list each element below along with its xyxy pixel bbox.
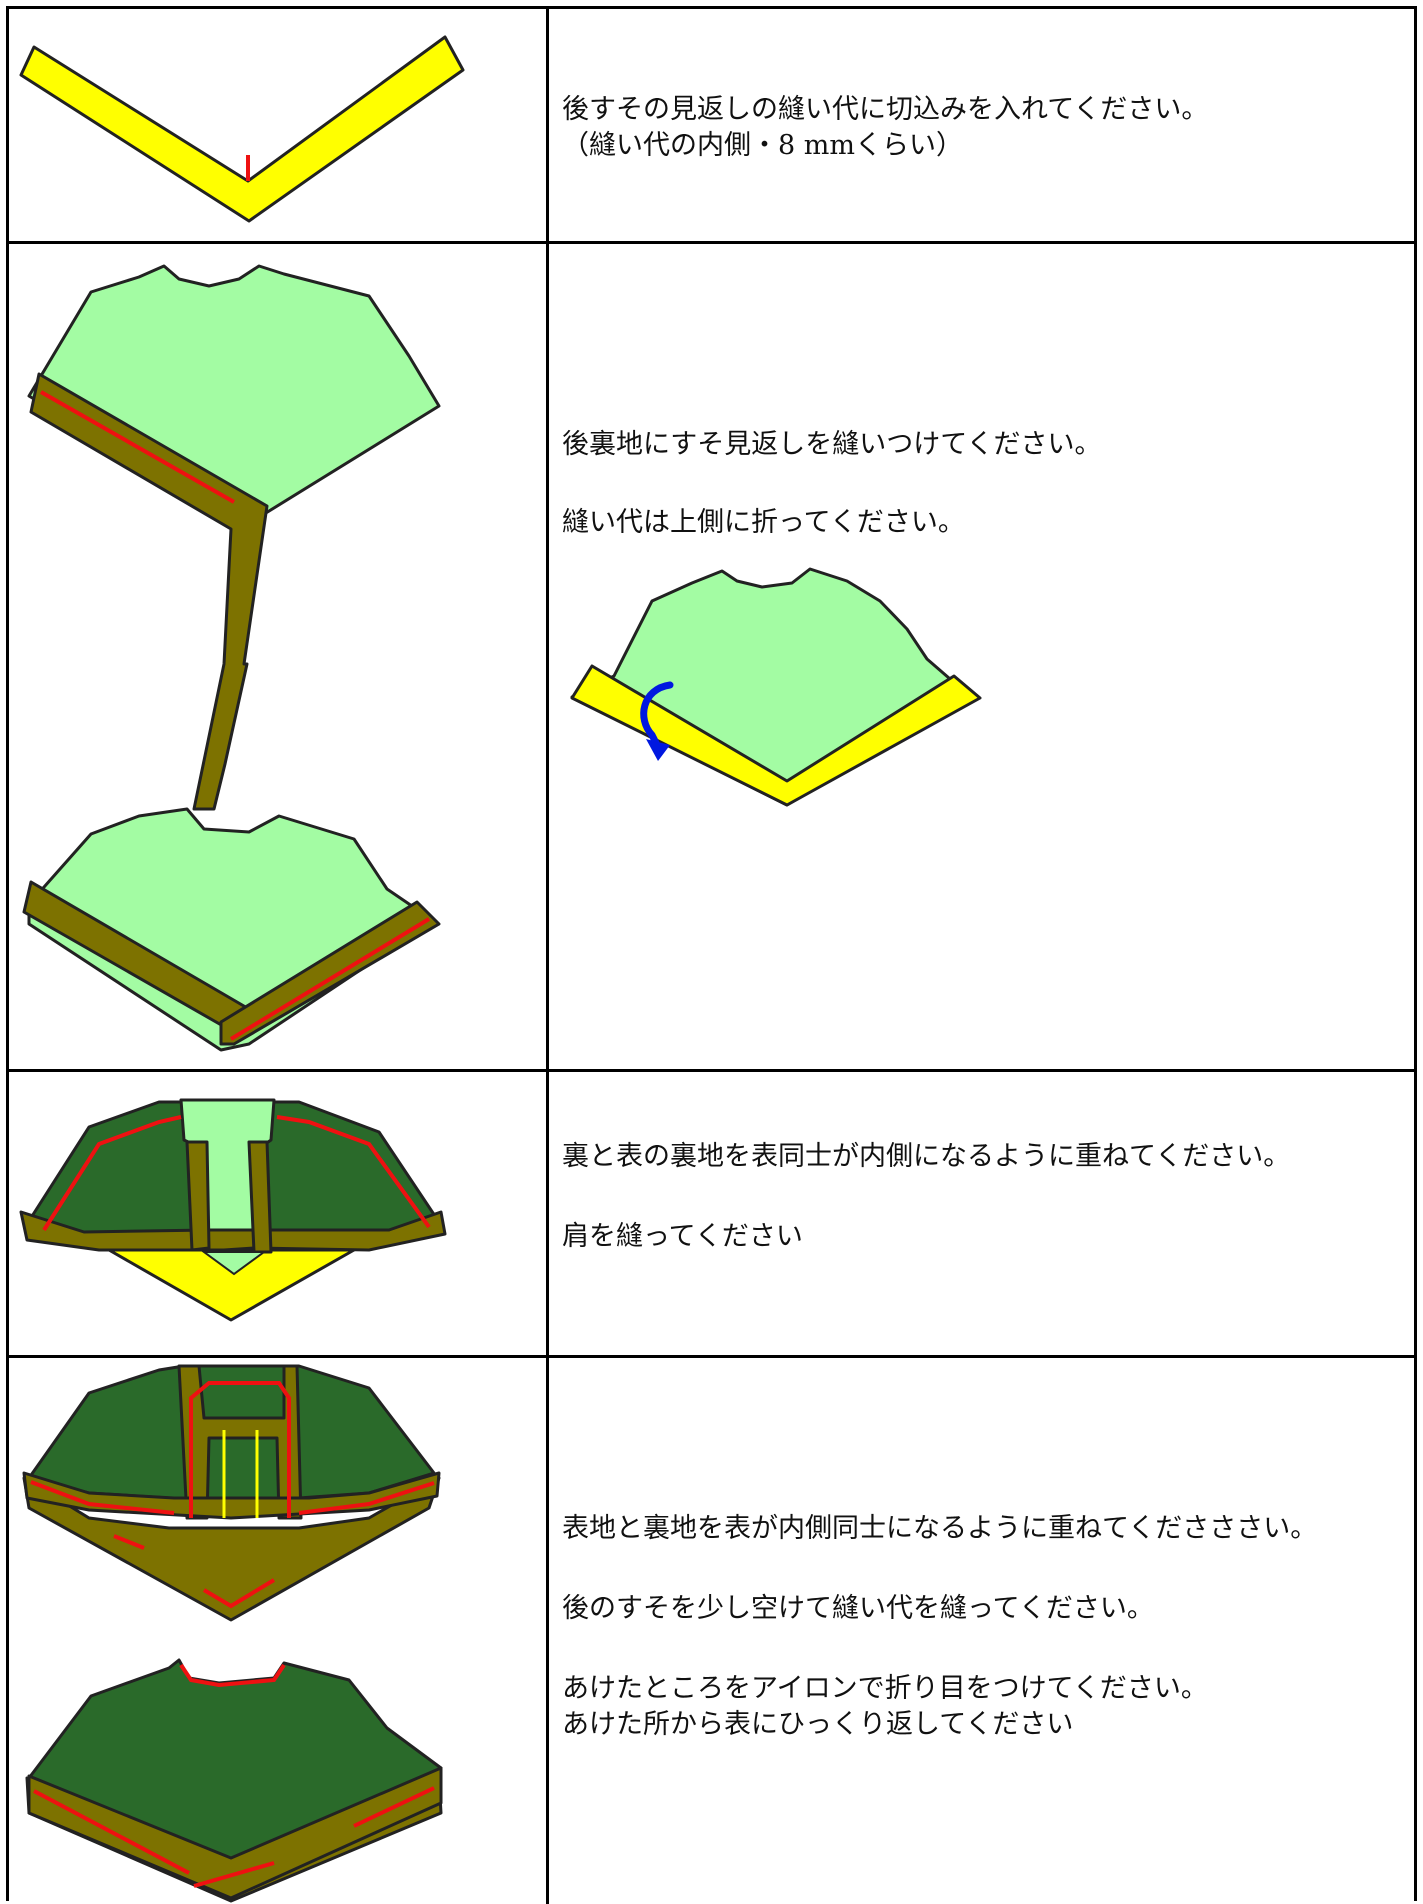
- instruction-table: 後すその見返しの縫い代に切込みを入れてください。 （縫い代の内側・8 mmくらい…: [6, 6, 1417, 1904]
- step-3-text: 裏と表の裏地を表同士が内側になるように重ねてください。 肩を縫ってください: [552, 1072, 1414, 1355]
- stitch-line-lower-bottom: [193, 1861, 275, 1888]
- step-3-line-1: 裏と表の裏地を表同士が内側になるように重ねてください。: [562, 1141, 1291, 1172]
- stitch-line-neck-lower: [179, 1663, 286, 1688]
- shoulder-seam-diagram: [19, 1098, 447, 1322]
- step-4-line-3: あけたところをアイロンで折り目をつけてください。: [562, 1673, 1208, 1704]
- step-2-line-2: 縫い代は上側に折ってください。: [562, 507, 965, 538]
- lining-piece-folded: [570, 567, 974, 807]
- stitch-line-neck: [189, 1381, 291, 1518]
- step-4-line-2: 後のすそを少し空けて縫い代を縫ってください。: [562, 1593, 1154, 1624]
- stitch-line-right-shoulder: [276, 1115, 431, 1229]
- stitch-line-left-shoulder: [42, 1115, 182, 1232]
- back-lining-piece: [27, 264, 441, 518]
- stitch-line-lower-right: [353, 1786, 435, 1828]
- stitch-line-back-left: [113, 1534, 145, 1550]
- step-4-illustration: [9, 1358, 549, 1904]
- step-4-line-4: あけた所から表にひっくり返してください: [562, 1709, 1074, 1740]
- stitch-line-back-bottom: [202, 1578, 276, 1609]
- step-2-line-1: 後裏地にすそ見返しを縫いつけてください。: [562, 429, 1102, 460]
- hem-facing-attached-right: [219, 900, 441, 1046]
- step-row-4: 表地と裏地を表が内側同士になるように重ねてくださささい。 後のすそを少し空けて縫…: [9, 1358, 1414, 1904]
- step-1-text: 後すその見返しの縫い代に切込みを入れてください。 （縫い代の内側・8 mmくらい…: [552, 9, 1414, 241]
- back-hem-facing-diagram: [19, 35, 465, 223]
- step-3-line-2: 肩を縫ってください: [562, 1221, 803, 1252]
- step-row-3: 裏と表の裏地を表同士が内側になるように重ねてください。 肩を縫ってください: [9, 1072, 1414, 1358]
- stitch-line-hem-right: [298, 1481, 435, 1515]
- olive-front-facing-right: [247, 1140, 273, 1254]
- step-row-2: 後裏地にすそ見返しを縫いつけてください。 縫い代は上側に折ってください。: [9, 244, 1414, 1072]
- step-2-text: 後裏地にすそ見返しを縫いつけてください。 縫い代は上側に折ってください。: [552, 244, 1414, 1069]
- v-shaped-hem-facing: [19, 35, 465, 223]
- stitch-line-lower-left: [33, 1789, 190, 1875]
- back-lining-piece-lower: [27, 807, 436, 1052]
- step-1-line-1: 後すその見返しの縫い代に切込みを入れてください。: [562, 94, 1209, 125]
- step-1-illustration: [9, 9, 549, 241]
- step-row-1: 後すその見返しの縫い代に切込みを入れてください。 （縫い代の内側・8 mmくらい…: [9, 9, 1414, 244]
- olive-front-facing-left: [185, 1140, 211, 1252]
- arrow-head: [646, 739, 670, 761]
- step-4-text: 表地と裏地を表が内側同士になるように重ねてくださささい。 後のすそを少し空けて縫…: [552, 1358, 1414, 1904]
- stitch-line-lower: [229, 917, 431, 1041]
- sew-outer-and-lining-diagram: [22, 1364, 443, 1903]
- fold-seam-allowance-diagram: [570, 567, 982, 807]
- hem-facing-strip: [29, 372, 269, 811]
- step-4-line-1: 表地と裏地を表が内側同士になるように重ねてくださささい。: [562, 1513, 1318, 1544]
- step-3-illustration: [9, 1072, 549, 1355]
- step-2-illustration: [9, 244, 549, 1069]
- center-light-green-lower: [200, 1251, 268, 1276]
- stitch-line-hem-left: [30, 1480, 175, 1515]
- stitch-line: [40, 390, 235, 504]
- step-1-line-2: （縫い代の内側・8 mmくらい）: [562, 130, 963, 161]
- sew-facing-to-lining-diagram: [22, 264, 441, 1052]
- curved-fold-arrow-icon: [640, 681, 674, 755]
